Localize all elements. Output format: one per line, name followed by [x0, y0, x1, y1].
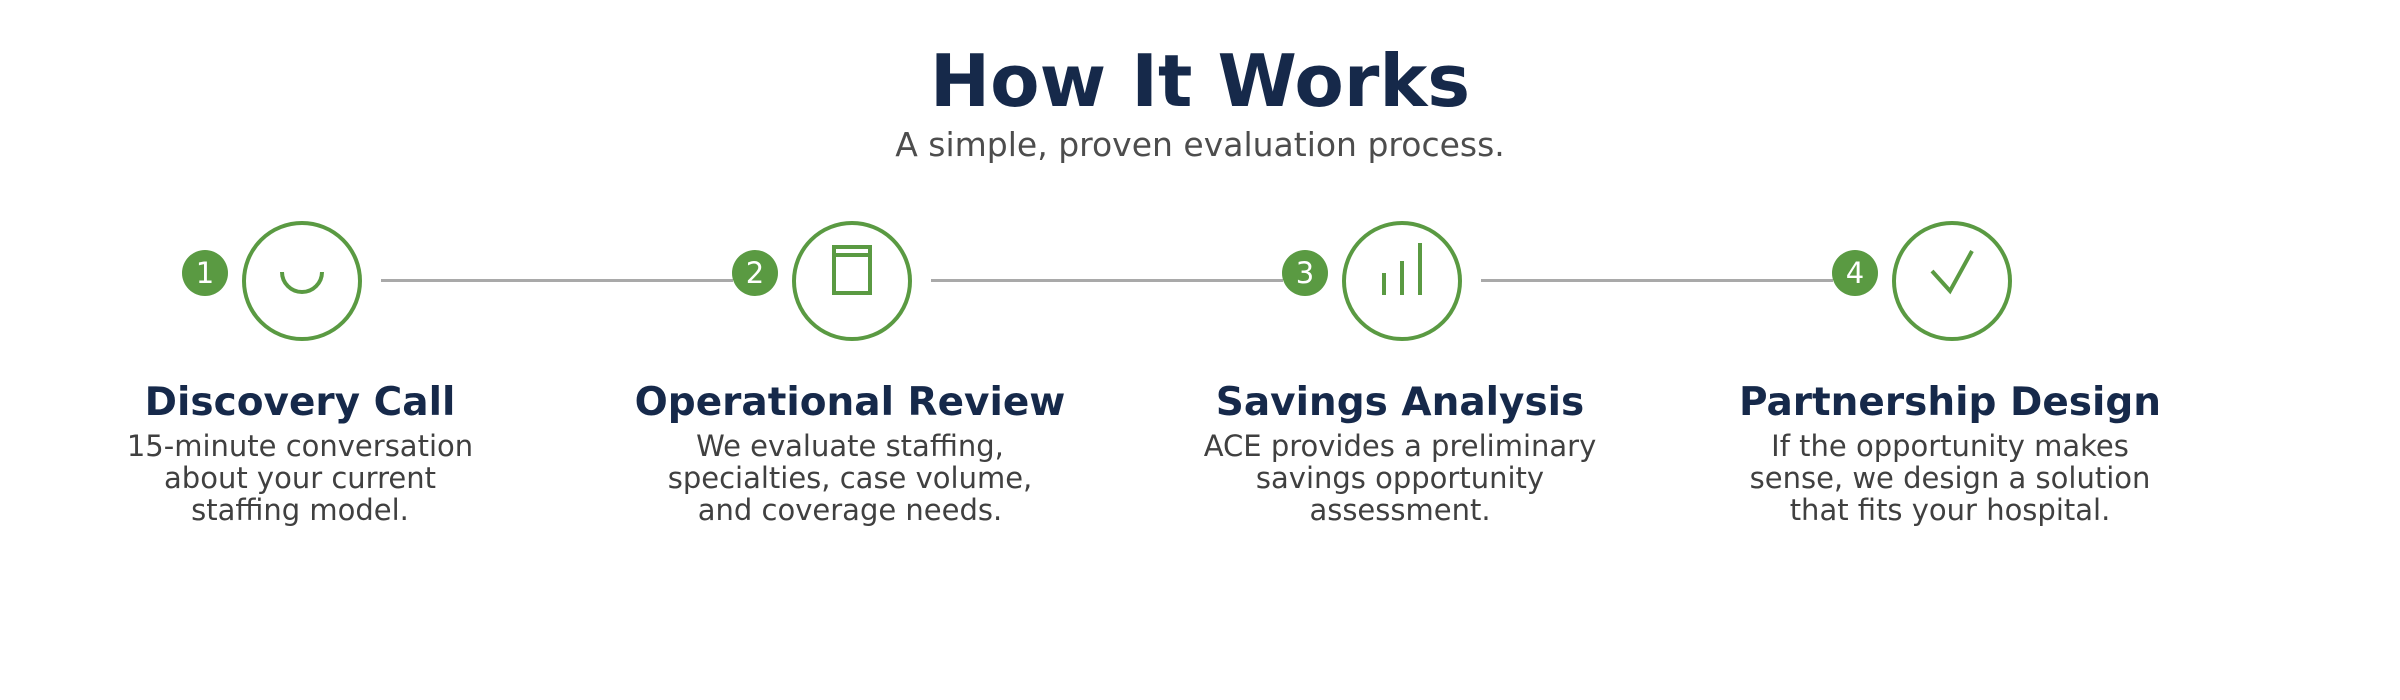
step-number-badge: 2	[732, 250, 778, 296]
step-description-line: about your current	[164, 461, 436, 495]
section-title: How It Works	[929, 39, 1471, 123]
step-description: If the opportunity makes sense, we desig…	[1725, 430, 2175, 526]
step-description-line: and coverage needs.	[697, 493, 1003, 527]
step-description-line: We evaluate staffing,	[696, 429, 1004, 463]
step-description-line: that fits your hospital.	[1789, 493, 2111, 527]
document-icon	[792, 221, 912, 341]
step-number-badge: 3	[1282, 250, 1328, 296]
step-description: 15-minute conversation about your curren…	[75, 430, 525, 526]
step-number-badge: 1	[182, 250, 228, 296]
bar-chart-icon	[1342, 221, 1462, 341]
step-description: We evaluate staffing, specialties, case …	[625, 430, 1075, 526]
process-step: 1 Discovery Call 15-minute conversation …	[50, 0, 550, 700]
process-step: 3 Savings Analysis ACE provides a prelim…	[1150, 0, 1650, 700]
step-description-line: staffing model.	[191, 493, 409, 527]
process-step: 4 Partnership Design If the opportunity …	[1700, 0, 2200, 700]
step-title: Partnership Design	[1738, 380, 2162, 425]
step-description-line: assessment.	[1309, 493, 1491, 527]
step-description-line: 15-minute conversation	[126, 429, 474, 463]
step-description: ACE provides a preliminary savings oppor…	[1175, 430, 1625, 526]
section-subtitle: A simple, proven evaluation process.	[895, 125, 1505, 164]
step-connector	[381, 279, 733, 282]
checkmark-icon	[1892, 221, 2012, 341]
step-description-line: sense, we design a solution	[1749, 461, 2151, 495]
step-title: Savings Analysis	[1215, 380, 1585, 425]
step-connector	[931, 279, 1283, 282]
step-connector	[1481, 279, 1833, 282]
step-description-line: specialties, case volume,	[667, 461, 1033, 495]
process-step: 2 Operational Review We evaluate staffin…	[600, 0, 1100, 700]
step-number-badge: 4	[1832, 250, 1878, 296]
step-description-line: If the opportunity makes	[1771, 429, 2129, 463]
step-title: Operational Review	[634, 380, 1066, 425]
step-description-line: savings opportunity	[1255, 461, 1545, 495]
smile-icon	[242, 221, 362, 341]
step-title: Discovery Call	[144, 380, 456, 425]
step-description-line: ACE provides a preliminary	[1203, 429, 1597, 463]
